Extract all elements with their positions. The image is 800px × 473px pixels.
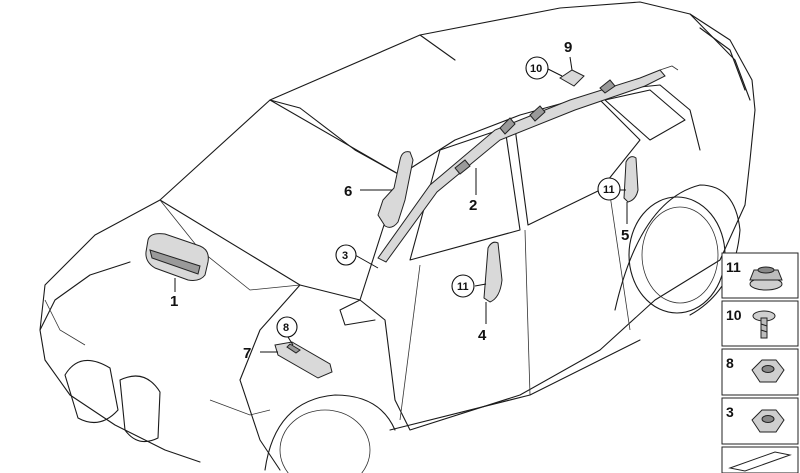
svg-text:3: 3: [342, 250, 348, 262]
hex-nut-icon: [751, 409, 785, 433]
fastener-legend: 11 10 8: [721, 252, 799, 473]
front-side-airbag: [483, 241, 503, 324]
legend-item-3: 3: [721, 397, 799, 445]
legend-item-8: 8: [721, 348, 799, 396]
curtain-airbag: [377, 65, 679, 263]
passenger-airbag: [145, 233, 209, 292]
svg-text:3: 3: [726, 404, 734, 420]
fastener-11-leader-front: [474, 283, 487, 287]
pillar-airbag: [360, 151, 414, 228]
callout-8-circle: 8: [276, 316, 298, 338]
hex-nut-icon: [751, 359, 785, 383]
callout-9: 9: [564, 39, 572, 56]
legend-item-11: 11: [721, 252, 799, 299]
callout-11-circle-front: 11: [451, 274, 475, 298]
svg-text:10: 10: [726, 307, 742, 323]
rear-side-airbag: [623, 156, 639, 224]
svg-text:11: 11: [726, 259, 741, 275]
callout-5: 5: [621, 227, 629, 244]
svg-text:8: 8: [283, 322, 289, 334]
callout-4: 4: [478, 327, 487, 344]
callout-11-circle-rear: 11: [597, 177, 621, 201]
callout-10-circle: 10: [525, 56, 549, 80]
arrow-icon: [728, 451, 792, 472]
callout-3-circle: 3: [335, 244, 357, 266]
fastener-3-marker: [354, 254, 379, 269]
callout-2: 2: [469, 197, 477, 214]
callout-7: 7: [243, 345, 251, 362]
bracket-part: [547, 56, 585, 87]
flange-nut-icon: [749, 266, 783, 291]
knee-airbag: [260, 341, 333, 379]
svg-text:11: 11: [457, 281, 469, 293]
callout-1: 1: [170, 293, 178, 310]
screw-icon: [752, 310, 776, 339]
legend-item-10: 10: [721, 300, 799, 347]
svg-text:10: 10: [530, 63, 542, 75]
legend-continuation: [721, 446, 799, 473]
callout-6: 6: [344, 183, 352, 200]
fastener-8-leader: [287, 336, 294, 346]
svg-text:8: 8: [726, 355, 734, 371]
svg-text:11: 11: [603, 184, 615, 196]
